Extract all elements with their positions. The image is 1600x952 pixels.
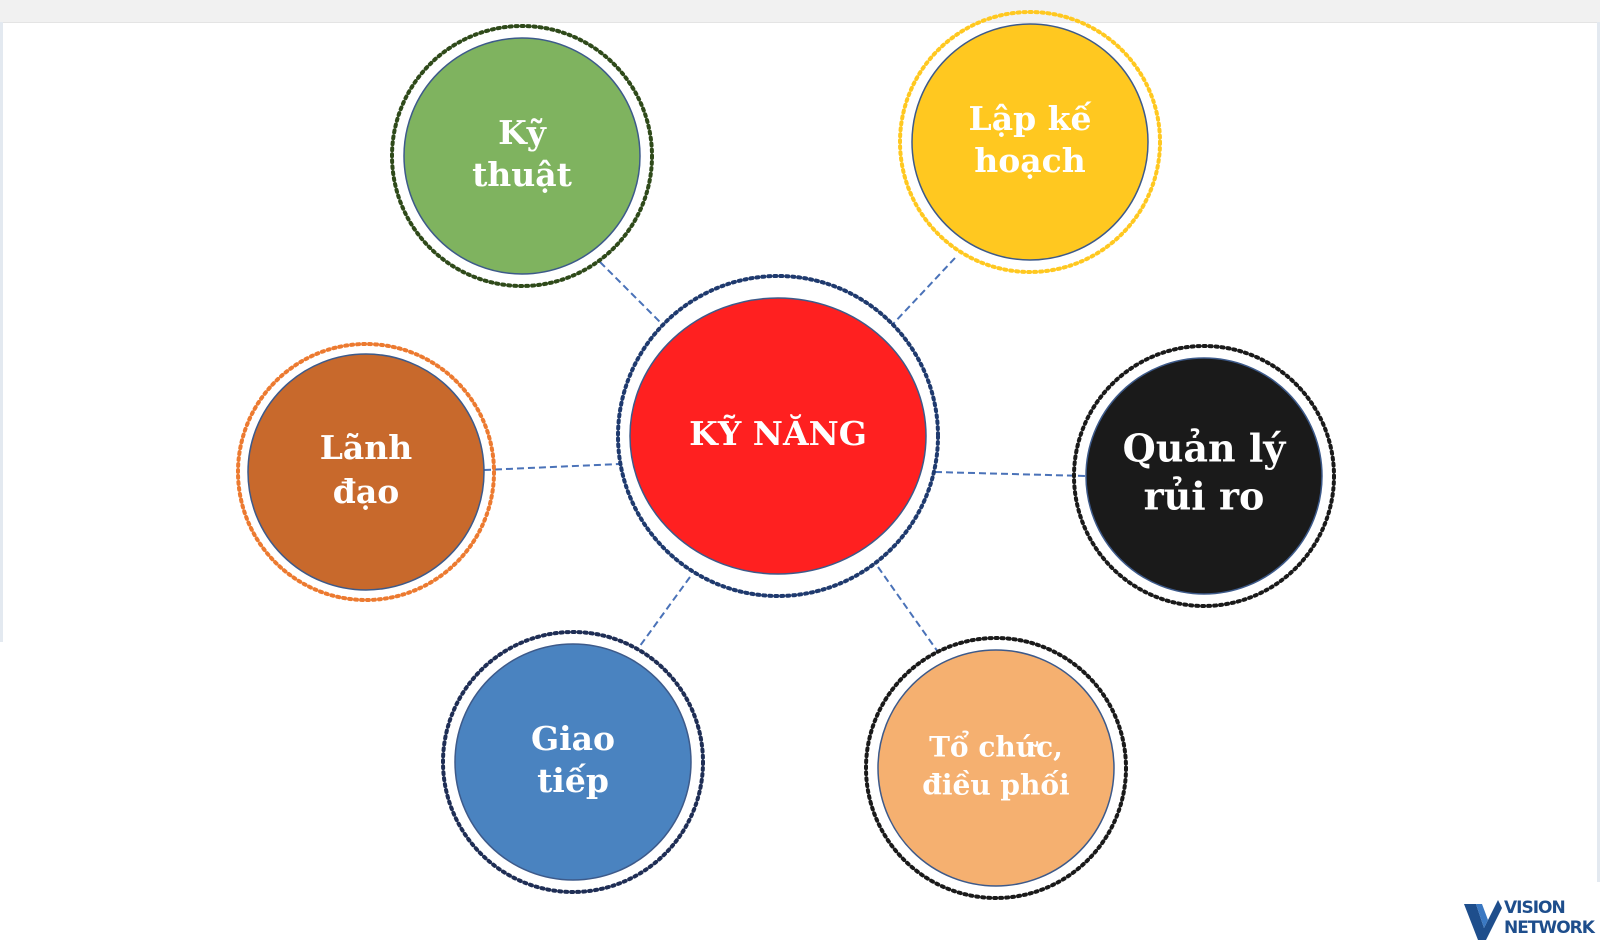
top-bar bbox=[0, 0, 1600, 23]
connector-lanh-dao bbox=[483, 463, 621, 471]
center-ring bbox=[616, 274, 940, 598]
node-ring bbox=[441, 630, 705, 894]
node-circle bbox=[911, 23, 1149, 261]
node-label: Quản lý bbox=[1123, 426, 1287, 471]
node-ring bbox=[390, 24, 654, 288]
node-circle bbox=[454, 643, 692, 881]
vision-network-logo: VISION NETWORK bbox=[1462, 898, 1595, 946]
left-edge bbox=[0, 22, 3, 642]
node-circle bbox=[1085, 357, 1323, 595]
node-to-chuc-dieu-phoi: Tổ chức, điều phối bbox=[864, 636, 1128, 900]
center-circle bbox=[629, 297, 927, 575]
node-ring bbox=[898, 10, 1162, 274]
node-label: tiếp bbox=[537, 761, 609, 800]
logo-line-2: NETWORK bbox=[1504, 918, 1595, 938]
node-label: điều phối bbox=[922, 769, 1069, 802]
node-circle bbox=[877, 649, 1115, 887]
center-label: KỸ NĂNG bbox=[689, 413, 867, 453]
node-lanh-dao: Lãnh đạo bbox=[236, 342, 496, 602]
center-node: KỸ NĂNG bbox=[616, 274, 940, 598]
node-label: đạo bbox=[333, 472, 399, 511]
node-ring bbox=[236, 342, 496, 602]
connectors bbox=[483, 257, 1087, 653]
node-circle bbox=[403, 37, 641, 275]
connector-ky-thuat bbox=[599, 261, 661, 323]
connector-to-chuc-dieu-phoi bbox=[877, 566, 939, 653]
logo-line-1: VISION bbox=[1504, 898, 1566, 918]
logo-v-icon bbox=[1464, 900, 1502, 940]
connector-quan-ly-rui-ro bbox=[934, 471, 1087, 477]
node-label: Giao bbox=[531, 719, 615, 758]
node-label: Kỹ bbox=[498, 113, 547, 152]
node-ring bbox=[864, 636, 1128, 900]
node-circle bbox=[247, 353, 485, 591]
node-ring bbox=[1072, 344, 1336, 608]
logo-text: VISION NETWORK bbox=[1504, 898, 1595, 938]
connector-giao-tiep bbox=[636, 576, 691, 651]
node-label: Lãnh bbox=[320, 428, 413, 467]
node-label: rủi ro bbox=[1144, 474, 1265, 519]
node-label: thuật bbox=[472, 155, 573, 194]
node-label: Lập kế bbox=[968, 99, 1092, 138]
connector-lap-ke-hoach bbox=[892, 257, 956, 325]
node-label: hoạch bbox=[974, 141, 1085, 180]
node-label: Tổ chức, bbox=[929, 730, 1063, 764]
right-edge bbox=[1597, 22, 1600, 882]
